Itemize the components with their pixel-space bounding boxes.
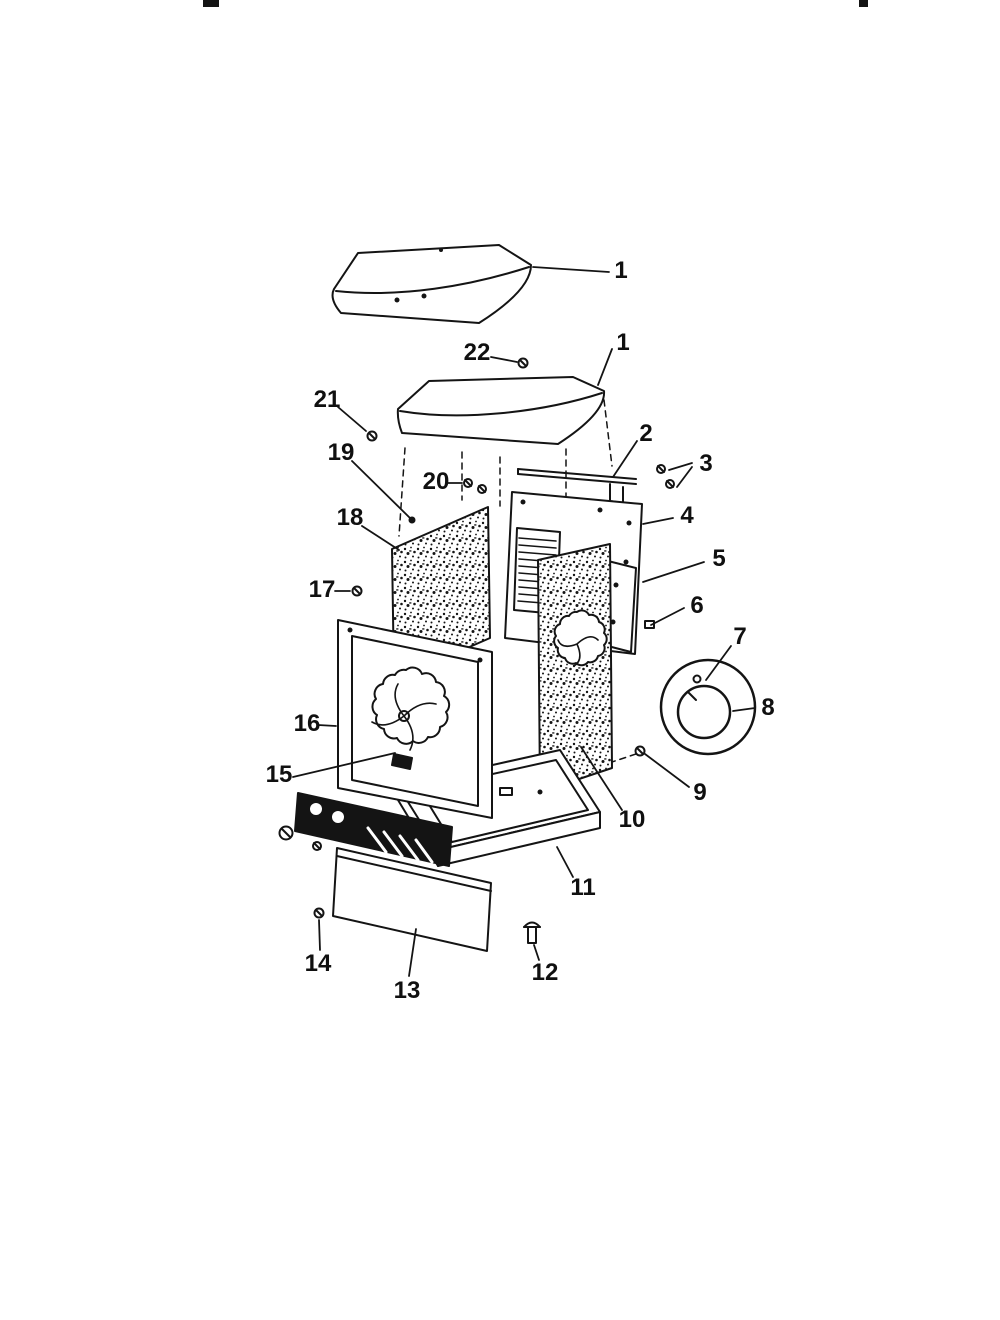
screw-21-icon — [366, 430, 378, 442]
rear-bracket-rail — [517, 468, 637, 504]
blower-opening — [553, 609, 608, 667]
lint-latch — [391, 753, 413, 770]
screw-3a-icon — [656, 464, 666, 474]
screw-20b-icon — [477, 484, 487, 494]
page-mark — [203, 0, 868, 7]
screw-14-icon — [313, 907, 325, 919]
lint-opening — [371, 666, 451, 745]
top-panel-lower — [396, 376, 606, 445]
screw-20a-icon — [463, 478, 473, 488]
screw-17-icon — [351, 585, 363, 597]
exhaust-ring-detail — [659, 658, 757, 756]
right-side-panel — [537, 543, 613, 793]
screw-console-icon — [312, 841, 322, 851]
leader-lines — [292, 266, 756, 977]
lower-access-panel — [332, 847, 492, 952]
ring-screw — [692, 674, 702, 684]
clip-6-icon — [644, 620, 655, 629]
leveling-foot — [523, 921, 541, 944]
control-console — [278, 792, 453, 867]
screw-22-icon — [517, 357, 529, 369]
screw-3b-icon — [665, 479, 675, 489]
front-panel — [337, 619, 493, 819]
screws — [312, 357, 675, 919]
top-panel-upper — [331, 244, 532, 324]
screw-9-icon — [634, 745, 646, 757]
